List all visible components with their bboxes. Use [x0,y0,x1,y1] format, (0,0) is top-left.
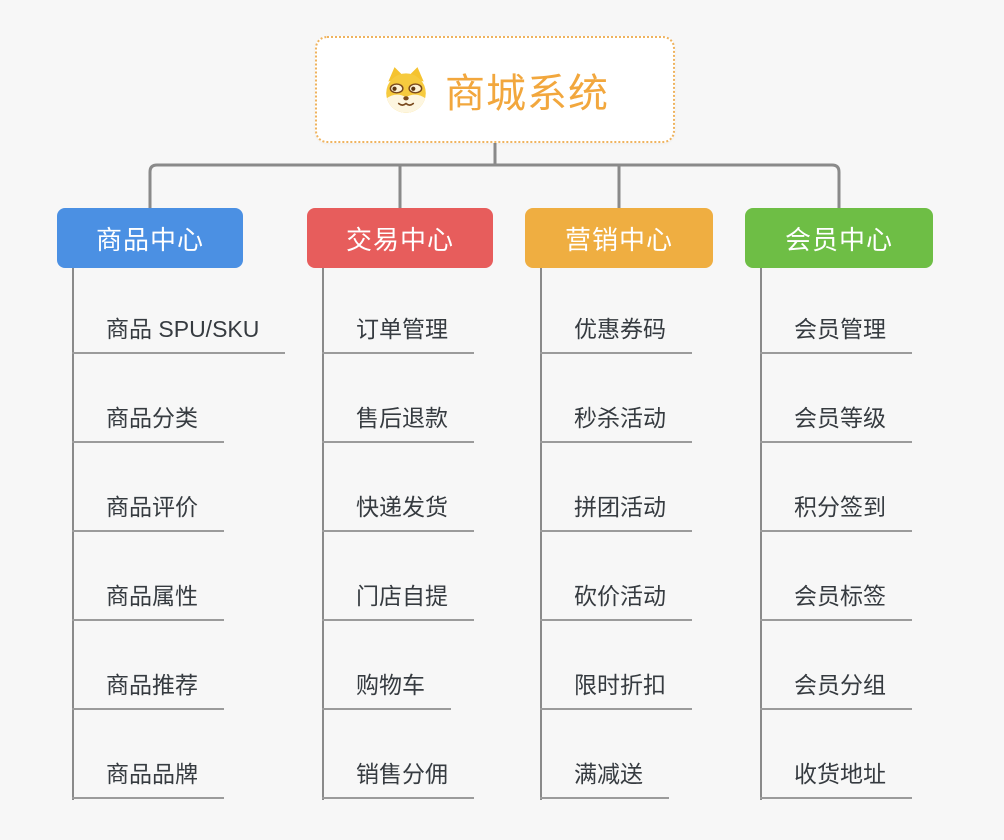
branch-product-center[interactable]: 商品中心 [57,208,243,268]
branch-label: 会员中心 [784,224,893,255]
leaf-topic[interactable]: 快递发货 [322,492,474,532]
leaf-topic[interactable]: 门店自提 [322,581,474,621]
leaf-topic[interactable]: 商品 SPU/SKU [72,314,286,354]
leaf-topic[interactable]: 会员分组 [760,670,912,710]
leaf-topic[interactable]: 会员等级 [760,403,912,443]
leaf-topic[interactable]: 销售分佣 [322,759,474,799]
root-topic[interactable]: 商城系统 [315,36,675,143]
leaf-topic[interactable]: 售后退款 [322,403,474,443]
leaf-topic[interactable]: 积分签到 [760,492,912,532]
leaf-topic[interactable]: 拼团活动 [540,492,692,532]
leaf-topic[interactable]: 购物车 [322,670,451,710]
leaf-topic[interactable]: 满减送 [540,759,669,799]
leaf-topic[interactable]: 商品分类 [72,403,224,443]
branch-trade-center[interactable]: 交易中心 [307,208,493,268]
leaf-topic[interactable]: 订单管理 [322,314,474,354]
leaf-topic[interactable]: 商品品牌 [72,759,224,799]
leaf-topic[interactable]: 商品评价 [72,492,224,532]
leaf-topic[interactable]: 会员标签 [760,581,912,621]
leaf-topic[interactable]: 优惠券码 [540,314,692,354]
leaf-topic[interactable]: 收货地址 [760,759,912,799]
leaf-topic[interactable]: 限时折扣 [540,670,692,710]
leaf-topic[interactable]: 秒杀活动 [540,403,692,443]
branch-label: 商品中心 [95,224,204,255]
root-title: 商城系统 [445,71,609,116]
branch-label: 交易中心 [345,224,454,255]
branch-label: 营销中心 [564,224,673,255]
leaf-topic[interactable]: 会员管理 [760,314,912,354]
branch-marketing-center[interactable]: 营销中心 [525,208,713,268]
leaf-topic[interactable]: 商品推荐 [72,670,224,710]
branch-member-center[interactable]: 会员中心 [745,208,933,268]
shiba-dog-icon [386,66,426,113]
leaf-topic[interactable]: 商品属性 [72,581,224,621]
leaf-topic[interactable]: 砍价活动 [540,581,692,621]
